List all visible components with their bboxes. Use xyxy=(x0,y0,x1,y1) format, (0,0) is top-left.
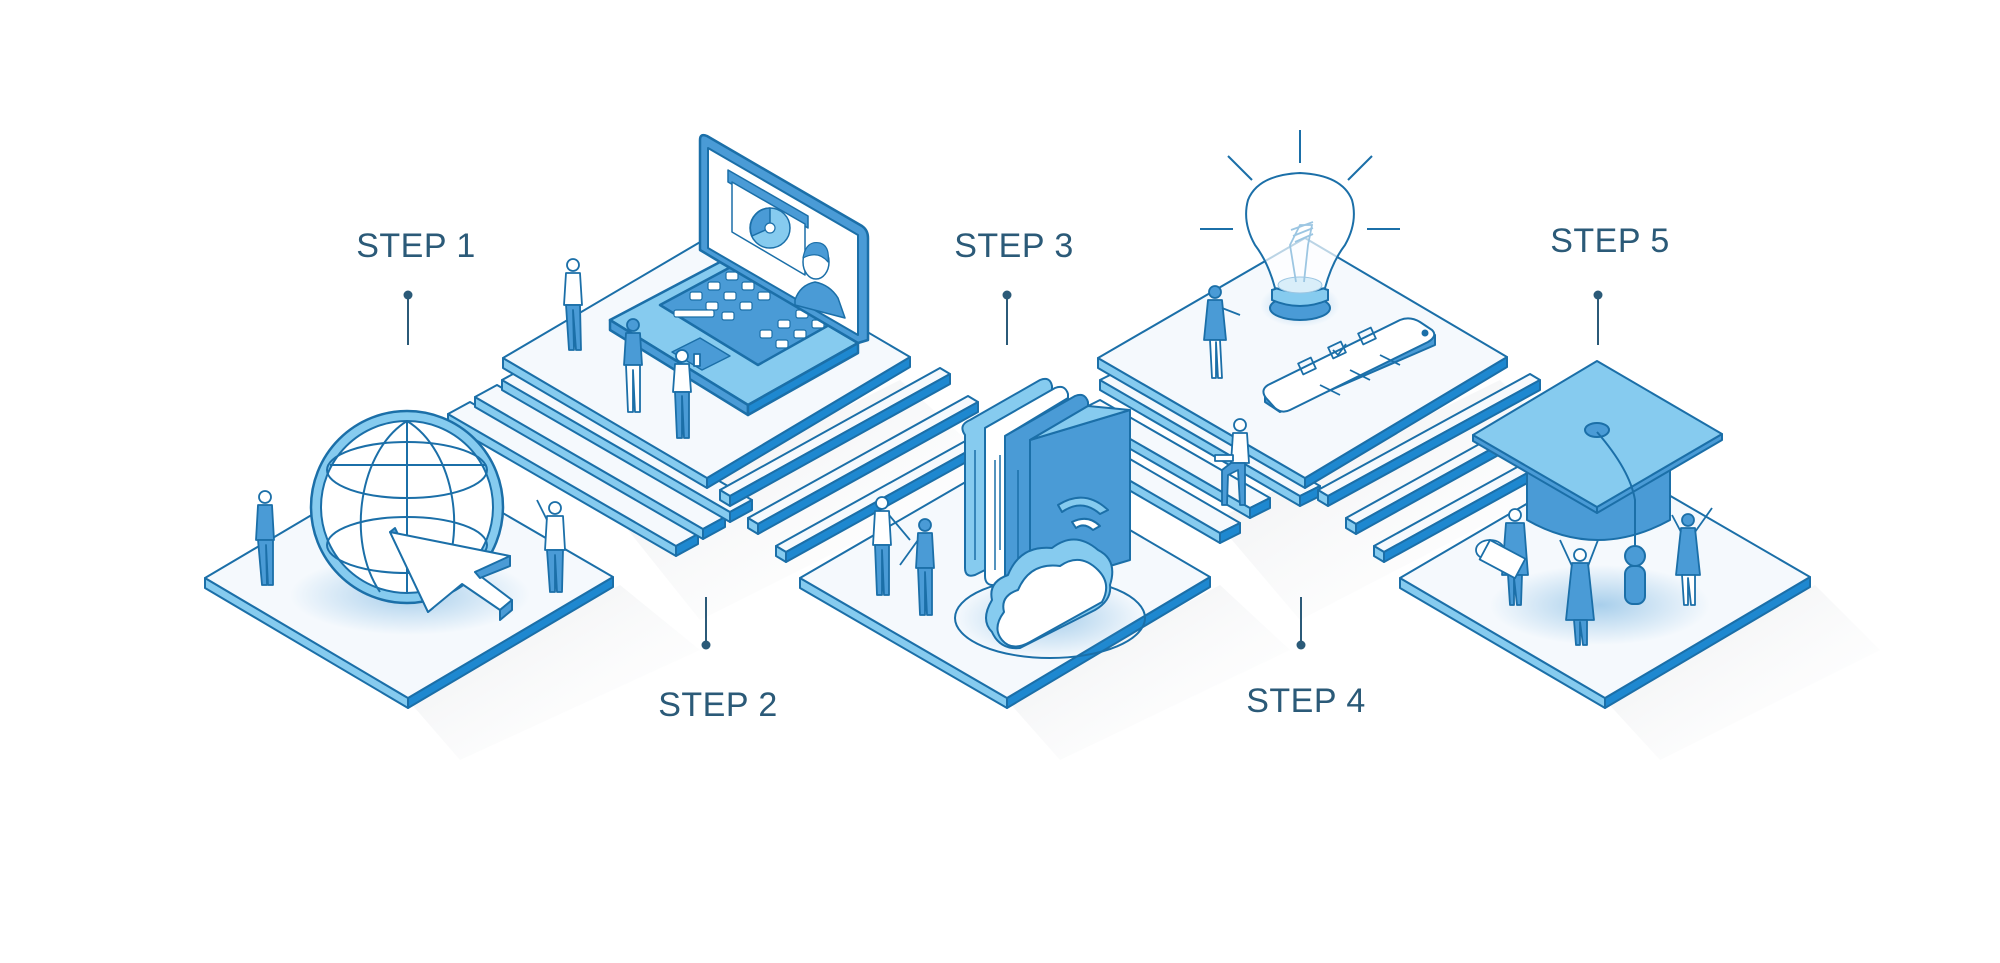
step-4-connector-dot xyxy=(1296,640,1306,650)
person-icon xyxy=(1559,539,1599,646)
lightbulb-icon xyxy=(1200,130,1400,327)
step-3-connector-line xyxy=(1006,295,1008,345)
person-icon xyxy=(672,349,701,439)
person-icon xyxy=(1671,507,1713,606)
stairs-step1-to-step2 xyxy=(447,367,753,557)
person-icon xyxy=(623,318,643,413)
person-icon xyxy=(563,258,583,351)
smartphone-checklist-icon xyxy=(1262,317,1436,413)
step-4-label: STEP 4 xyxy=(1246,682,1366,720)
step-4-connector-line xyxy=(1300,597,1302,645)
platform-step-4 xyxy=(1097,237,1508,489)
person-icon xyxy=(872,496,911,596)
graduation-cap-icon xyxy=(1472,360,1723,645)
step-5-label: STEP 5 xyxy=(1550,222,1670,260)
cursor-arrow-icon xyxy=(389,527,513,621)
person-icon xyxy=(1203,285,1241,379)
person-icon xyxy=(1475,508,1529,606)
step-2-connector-dot xyxy=(701,640,711,650)
step-2-connector-line xyxy=(705,597,707,645)
step-2-label: STEP 2 xyxy=(658,686,778,724)
step-3-label: STEP 3 xyxy=(954,227,1074,265)
person-icon xyxy=(536,499,566,593)
person-icon xyxy=(1214,418,1250,506)
step-1-connector-line xyxy=(407,295,409,345)
cloud-icon xyxy=(954,538,1146,659)
keyboard-keys-icon xyxy=(673,271,825,349)
person-icon xyxy=(899,518,935,616)
person-icon xyxy=(255,490,275,586)
step-5-connector-line xyxy=(1597,295,1599,345)
people-figures xyxy=(255,258,1713,646)
stairs-step2-to-step3 xyxy=(719,367,1007,563)
step-1-label: STEP 1 xyxy=(356,227,476,265)
